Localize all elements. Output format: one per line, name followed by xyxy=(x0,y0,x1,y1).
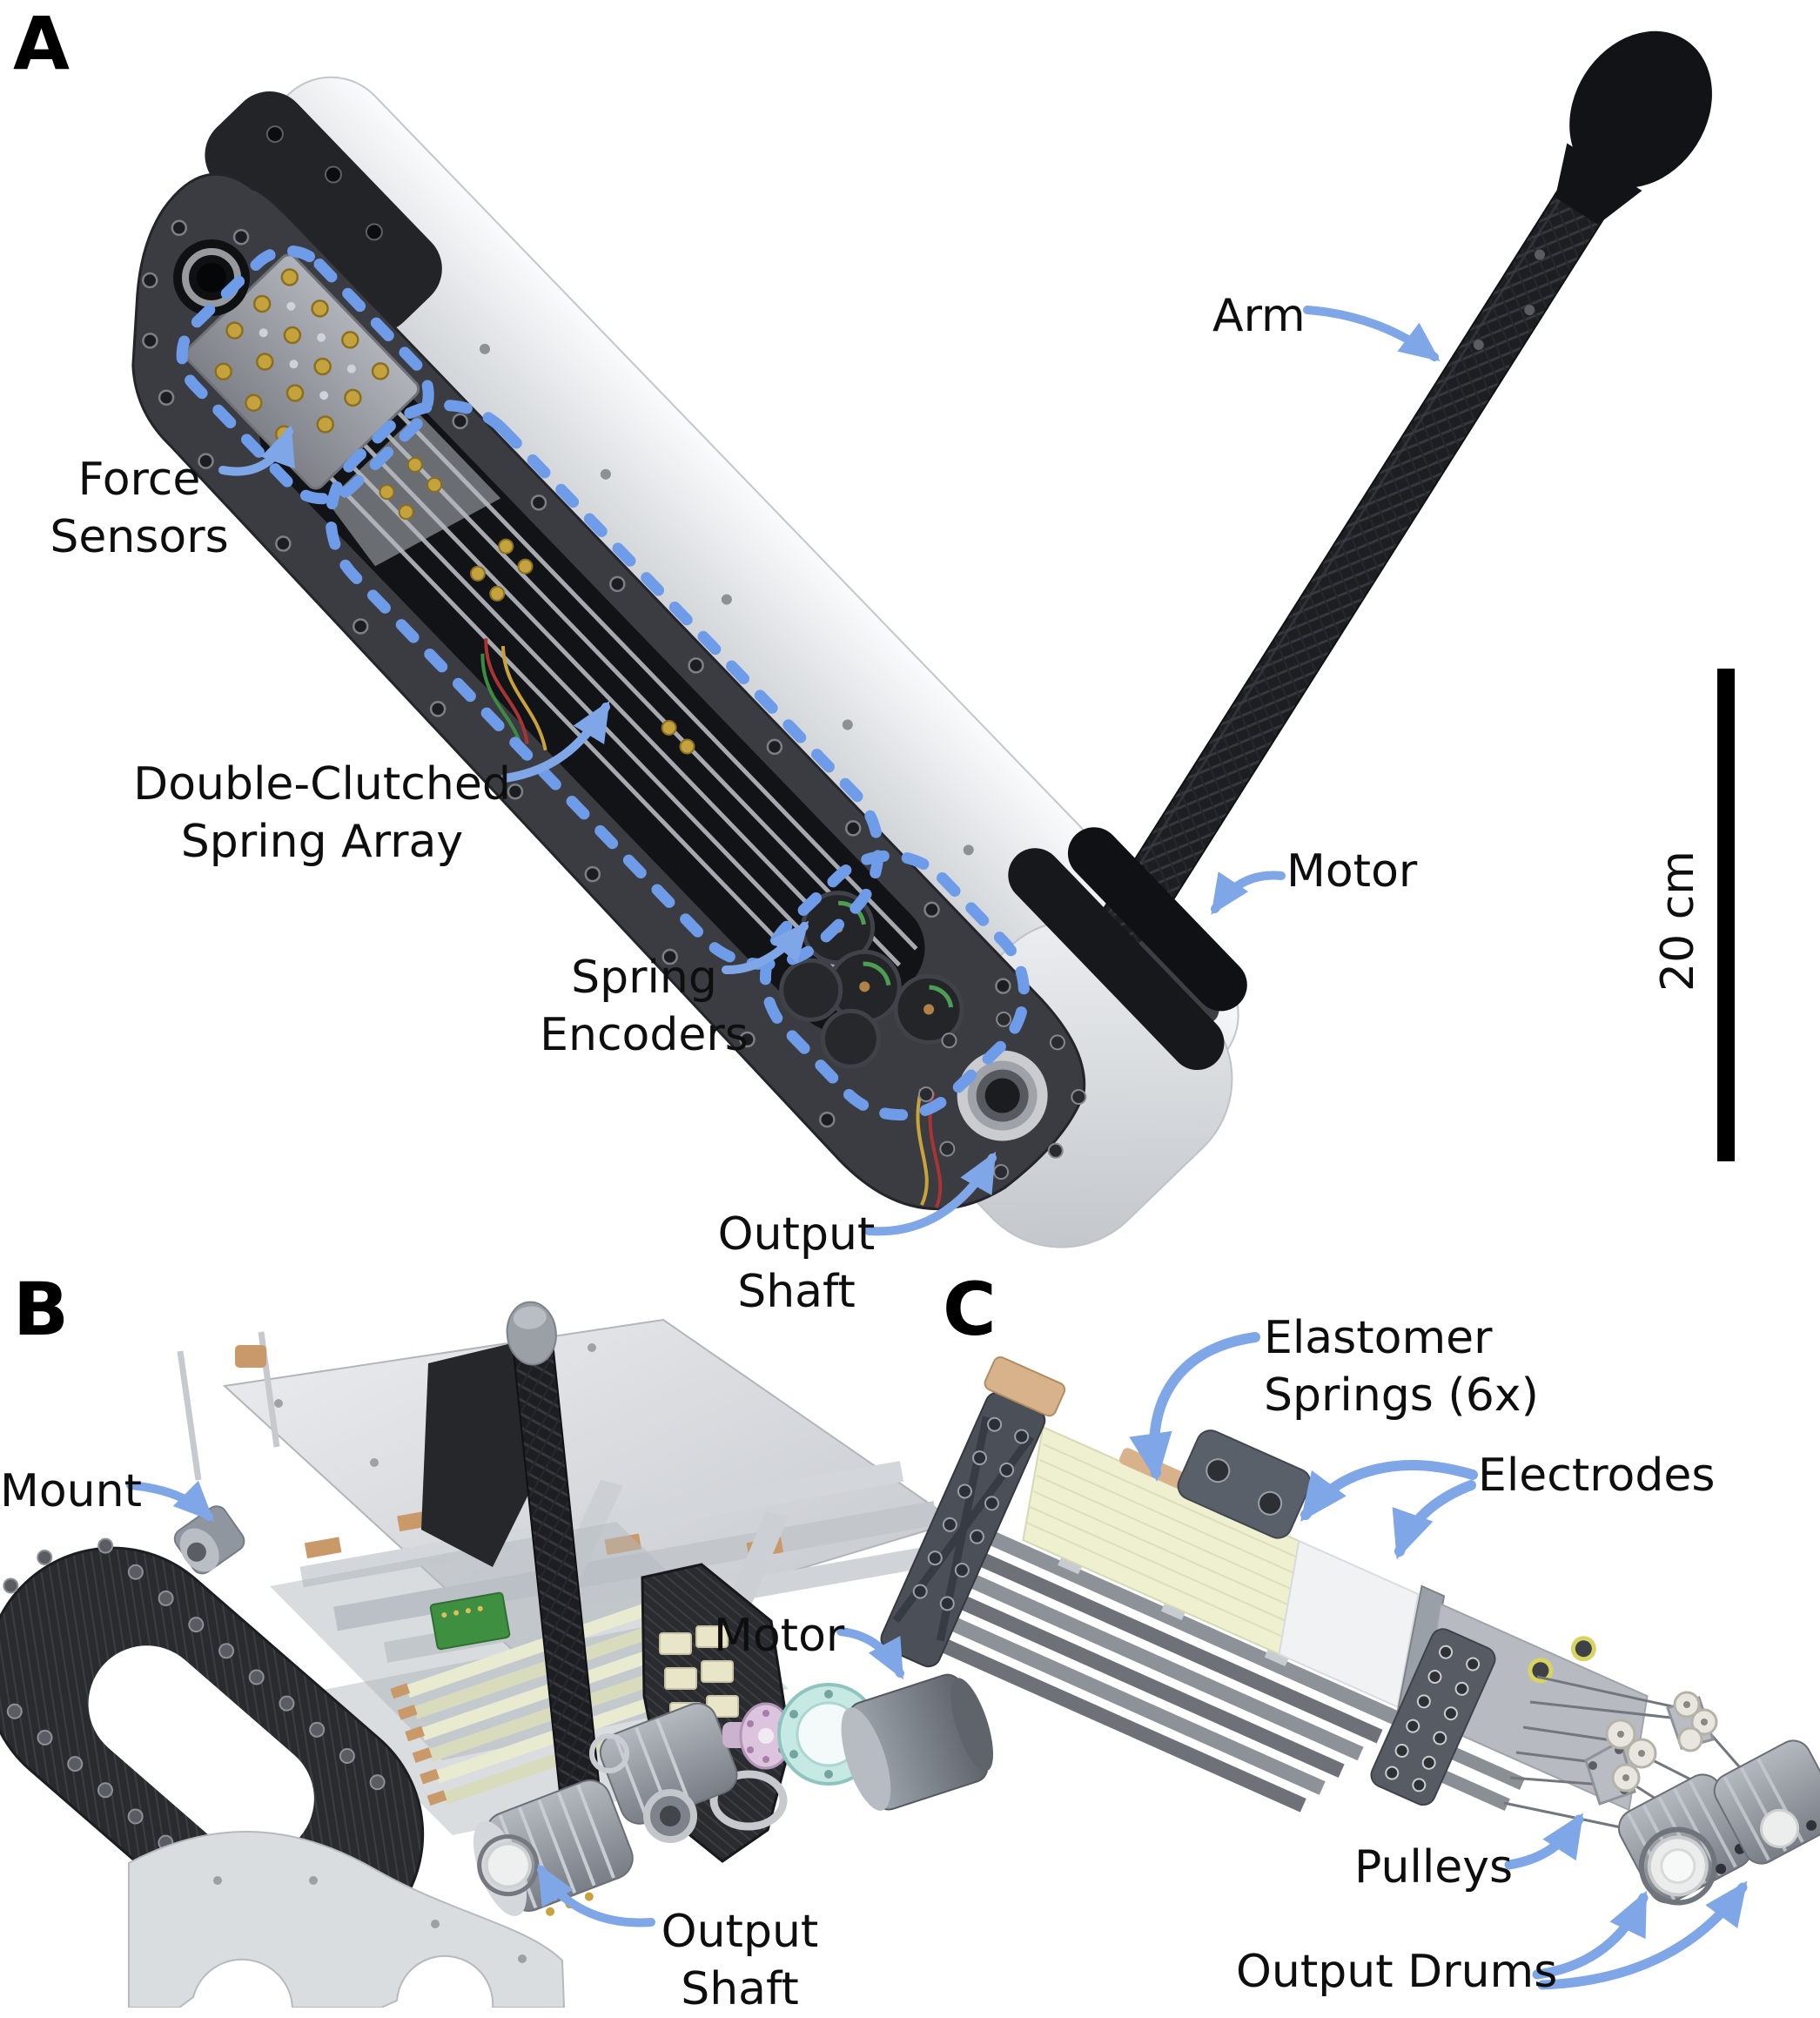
panel-c-render xyxy=(880,1355,1820,1906)
stack-side-layers xyxy=(894,1524,1402,1813)
panel-b-render xyxy=(0,1301,994,2008)
force-sensors-label: Force Sensors xyxy=(50,454,229,563)
pulley-cluster xyxy=(1666,1691,1718,1752)
bottom-cover-sheet xyxy=(128,1830,566,2008)
sheet-hole xyxy=(1528,1658,1554,1684)
chassis-tip xyxy=(205,91,442,333)
electrodes-arrow-icon xyxy=(1392,1480,1476,1560)
thin-ring xyxy=(589,1733,629,1773)
spring-encoders-label: Spring Encoders xyxy=(540,952,749,1061)
output-drums-label: Output Drums xyxy=(1236,1946,1558,1998)
output-drum xyxy=(1618,1773,1755,1906)
clutch-connectors xyxy=(379,456,695,755)
output-shaft-a-label: Output Shaft xyxy=(717,1208,876,1318)
pulleys-arrow-icon xyxy=(1504,1813,1584,1870)
arm-arrow-icon xyxy=(1303,306,1441,362)
arm-knob-neck xyxy=(1555,143,1642,225)
sheet-hole xyxy=(1570,1636,1596,1662)
output-drums-arrow-icon xyxy=(1537,1880,1748,1990)
elastomer-springs-arrow-icon xyxy=(1129,1332,1260,1482)
dashed-outline-spring-array xyxy=(325,400,884,971)
robot-arm xyxy=(1088,30,1712,967)
force-sensor-silver-screws xyxy=(259,301,356,400)
bottom-sheet-holes xyxy=(213,1876,527,1963)
output-shaft-b-arrow-icon xyxy=(537,1863,655,1927)
output-shaft-a-arrow-icon xyxy=(864,1151,997,1236)
dashed-outlines xyxy=(176,245,1030,1121)
motor-a-arrow-icon xyxy=(1211,871,1286,915)
electrode-clamps xyxy=(659,1625,739,1725)
scale-bar-label: 20 cm xyxy=(1652,851,1704,992)
pcb xyxy=(429,1591,511,1651)
arm-tube-b xyxy=(506,1301,606,1858)
plate-screws xyxy=(141,219,1011,1128)
electrodes-label: Electrodes xyxy=(1478,1450,1716,1502)
panel-a-photo xyxy=(131,30,1735,1248)
elastomer-springs-label: Elastomer Springs (6x) xyxy=(1264,1312,1539,1422)
scale-bar xyxy=(1717,669,1735,1161)
force-sensor-screws xyxy=(214,268,390,443)
copper-bracket xyxy=(235,1345,266,1368)
motor-a-label: Motor xyxy=(1286,845,1418,898)
pulleys-label: Pulleys xyxy=(1354,1841,1514,1894)
pulley-cluster xyxy=(1584,1719,1657,1806)
force-sensors-arrow-icon xyxy=(218,425,295,476)
electrodes-arrow-icon xyxy=(1300,1460,1478,1522)
elastomer-stack xyxy=(880,1355,1649,1813)
spring-array-label: Double-Clutched Spring Array xyxy=(133,758,511,868)
copper-end-block xyxy=(984,1355,1066,1417)
output-shaft-b-label: Output Shaft xyxy=(661,1906,819,2015)
output-drum xyxy=(1713,1739,1820,1865)
motor-b-arrow-icon xyxy=(836,1627,904,1680)
spring-encoders-arrow-icon xyxy=(722,920,809,975)
motor-housing xyxy=(1008,827,1247,1071)
standoff-rod xyxy=(177,1350,202,1481)
annotation-arrows xyxy=(126,306,1748,1990)
output-drums-b xyxy=(473,1702,738,1916)
electrode-sheet-white xyxy=(1278,1539,1420,1709)
panel-b-letter: B xyxy=(13,1267,70,1352)
actuator-chassis xyxy=(131,76,1239,1248)
output-drums-arrow-icon xyxy=(1532,1890,1649,1980)
mount-arrow-icon xyxy=(126,1480,214,1522)
mount-part xyxy=(173,1505,245,1575)
spring-ridges xyxy=(1026,1443,1298,1638)
output-shaft-bearing xyxy=(957,1050,1048,1141)
panel-c-letter: C xyxy=(943,1267,997,1352)
mount-label: Mount xyxy=(0,1465,142,1517)
arm-end-knob xyxy=(1569,30,1712,188)
bearing-screw-ring xyxy=(917,1011,1087,1181)
arm-label: Arm xyxy=(1212,290,1306,342)
stack-top-bracket xyxy=(1177,1429,1312,1539)
spring-array-arrow-icon xyxy=(500,700,610,783)
panel-a-letter: A xyxy=(13,1,71,86)
motor-b-label: Motor xyxy=(714,1610,845,1662)
dashed-outline-spring-encoders xyxy=(759,850,1030,1121)
stack-end-plate xyxy=(880,1391,1046,1668)
stack-right-bracket xyxy=(1370,1628,1496,1806)
cover-screws xyxy=(479,343,974,856)
dashed-outline-force-sensors xyxy=(176,245,434,505)
motor-b xyxy=(841,1673,994,1811)
